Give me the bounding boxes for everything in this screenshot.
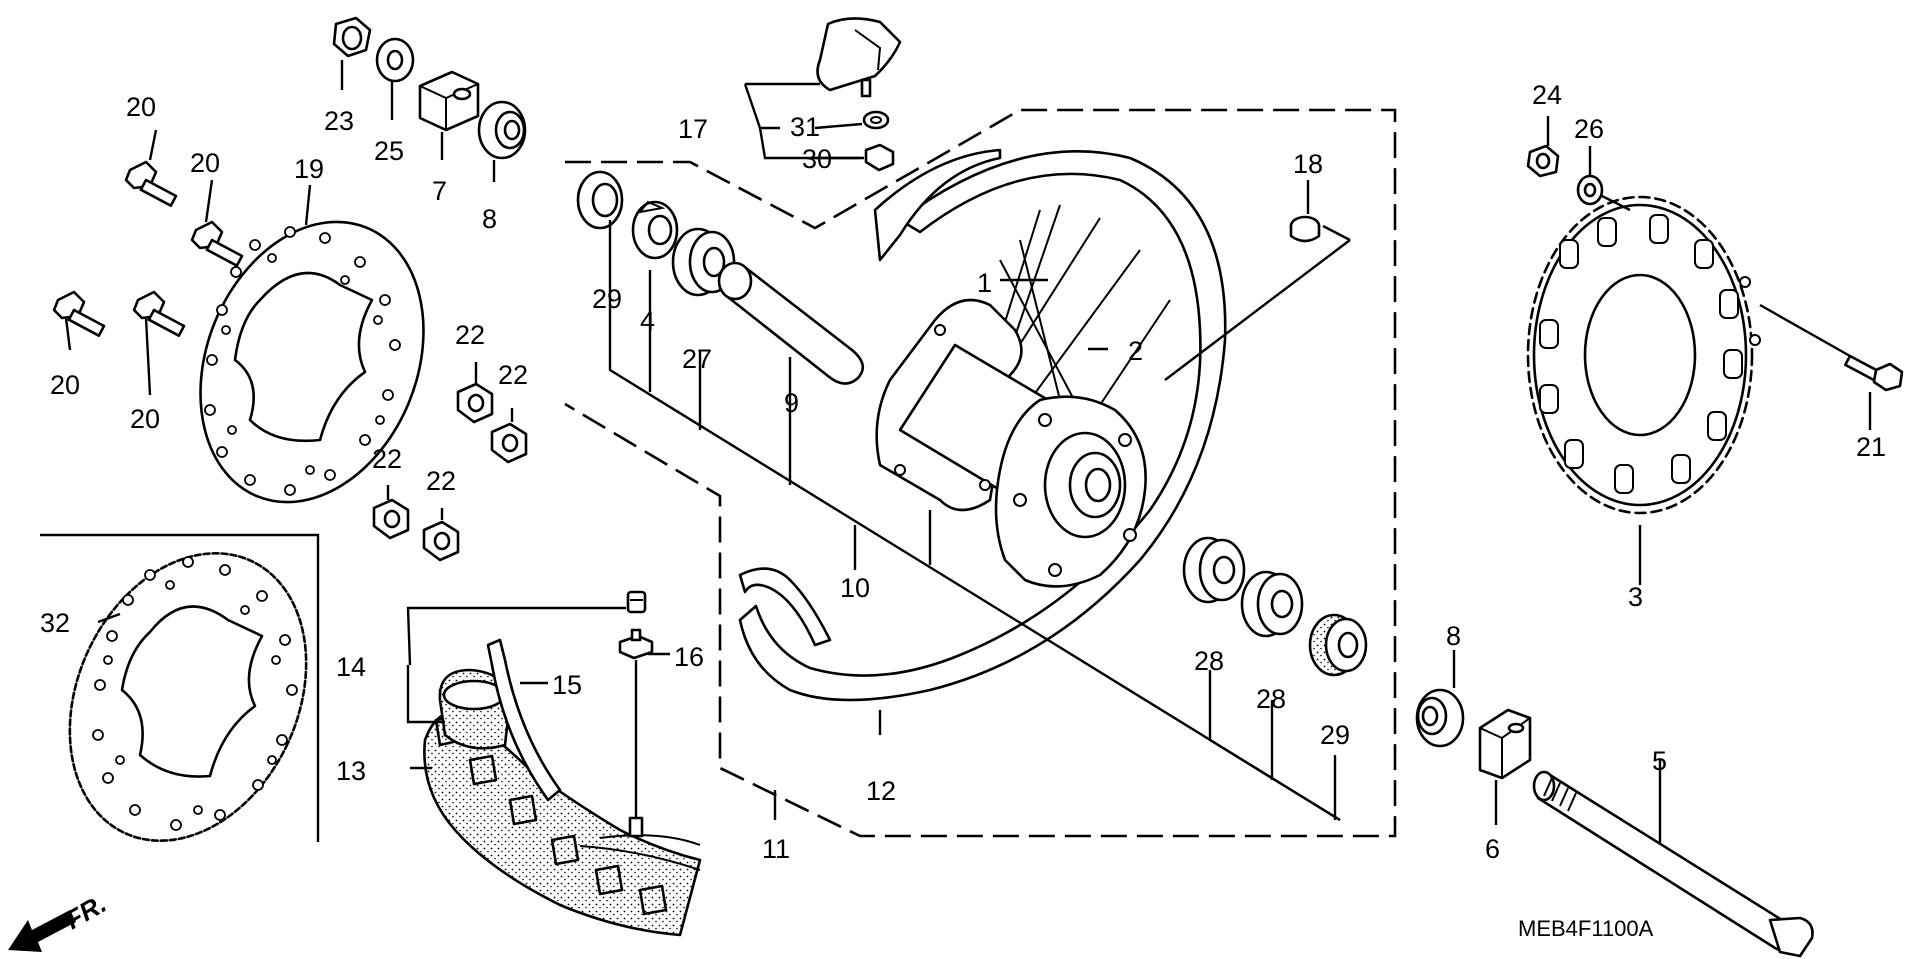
assembly-boundary xyxy=(564,108,1397,838)
callout-8-lower: 8 xyxy=(1446,621,1461,651)
callout-22-c: 22 xyxy=(372,444,402,474)
washer-25 xyxy=(375,37,415,83)
valve-cap-16 xyxy=(626,590,647,614)
callout-30: 30 xyxy=(802,144,832,174)
leader-lines xyxy=(64,60,1872,844)
distance-collar-9 xyxy=(717,261,865,385)
callout-15: 15 xyxy=(552,670,582,700)
callout-21: 21 xyxy=(1856,432,1886,462)
drawing-code: MEB4F1100A xyxy=(1518,916,1654,941)
callout-16: 16 xyxy=(674,642,704,672)
rim-band-15 xyxy=(486,638,562,802)
callout-8-upper: 8 xyxy=(482,204,497,234)
dust-seal-29-left xyxy=(576,170,624,230)
brake-disc-32 xyxy=(68,552,308,842)
nut-30 xyxy=(864,143,895,172)
callout-13: 13 xyxy=(336,756,366,786)
washer-31 xyxy=(862,110,890,130)
collar-4 xyxy=(631,200,679,260)
callout-31: 31 xyxy=(790,112,820,142)
callout-27: 27 xyxy=(682,344,712,374)
axle-5 xyxy=(1532,770,1814,958)
hub-assembly xyxy=(875,298,1147,588)
chain-guard-17 xyxy=(816,17,902,98)
callout-11: 11 xyxy=(762,834,790,864)
callout-4: 4 xyxy=(640,306,655,336)
callout-14: 14 xyxy=(336,652,366,682)
callout-29-left: 29 xyxy=(592,284,622,314)
callout-17: 17 xyxy=(678,114,708,144)
nut-22-c xyxy=(372,498,410,540)
callout-5: 5 xyxy=(1652,746,1667,776)
nut-23 xyxy=(332,16,372,58)
valve-nut-16 xyxy=(618,628,654,660)
chain-adjuster-6 xyxy=(1478,708,1532,780)
callout-20-b: 20 xyxy=(190,148,220,178)
bearing-28-b xyxy=(1240,570,1304,638)
callout-9: 9 xyxy=(784,388,799,418)
bolt-20-d xyxy=(132,290,186,337)
callout-32: 32 xyxy=(40,608,70,638)
bolt-21 xyxy=(1844,354,1904,392)
bolt-20-c xyxy=(52,290,106,337)
driven-sprocket-3 xyxy=(1526,195,1761,515)
callout-23: 23 xyxy=(324,106,354,136)
callout-7: 7 xyxy=(432,176,447,206)
nut-24 xyxy=(1526,144,1560,178)
callout-12: 12 xyxy=(866,776,896,806)
nut-22-a xyxy=(456,382,494,424)
callout-20-c: 20 xyxy=(50,370,80,400)
callout-10: 10 xyxy=(840,573,870,603)
dust-seal-29-right xyxy=(1308,613,1368,677)
callout-25: 25 xyxy=(374,136,404,166)
callout-29-right: 29 xyxy=(1320,720,1350,750)
front-direction-arrow-icon xyxy=(8,910,76,952)
rim-lock-18 xyxy=(1289,215,1321,243)
callout-22-b: 22 xyxy=(498,360,528,390)
callout-20-a: 20 xyxy=(126,92,156,122)
callout-28-b: 28 xyxy=(1256,684,1286,714)
collar-8-lower xyxy=(1415,688,1465,748)
nut-22-d xyxy=(422,520,460,562)
bolt-20-a xyxy=(124,160,178,207)
tube-15 xyxy=(438,668,512,750)
valve-stem xyxy=(628,816,644,838)
chain-adjuster-7 xyxy=(418,70,480,132)
callout-28-a: 28 xyxy=(1194,646,1224,676)
bearing-28-a xyxy=(1182,536,1246,604)
callout-22-d: 22 xyxy=(426,466,456,496)
collar-8-upper xyxy=(477,100,527,160)
bolt-20-b xyxy=(190,220,244,267)
brake-disc-19 xyxy=(199,220,425,504)
callout-18: 18 xyxy=(1293,149,1323,179)
callout-1: 1 xyxy=(977,268,992,298)
callout-3: 3 xyxy=(1628,582,1643,612)
callout-19: 19 xyxy=(294,154,324,184)
callout-24: 24 xyxy=(1532,80,1562,110)
callout-26: 26 xyxy=(1574,114,1604,144)
nut-22-b xyxy=(490,422,528,464)
washer-26 xyxy=(1576,174,1604,206)
front-direction-label: FR. xyxy=(60,888,111,935)
inset-frame xyxy=(40,533,320,842)
callout-20-d: 20 xyxy=(130,404,160,434)
callout-22-a: 22 xyxy=(455,320,485,350)
callout-2: 2 xyxy=(1128,336,1143,366)
callout-6: 6 xyxy=(1485,834,1500,864)
callout-labels: 1 2 3 4 5 6 7 8 8 9 10 11 12 13 14 15 16… xyxy=(40,80,1886,864)
